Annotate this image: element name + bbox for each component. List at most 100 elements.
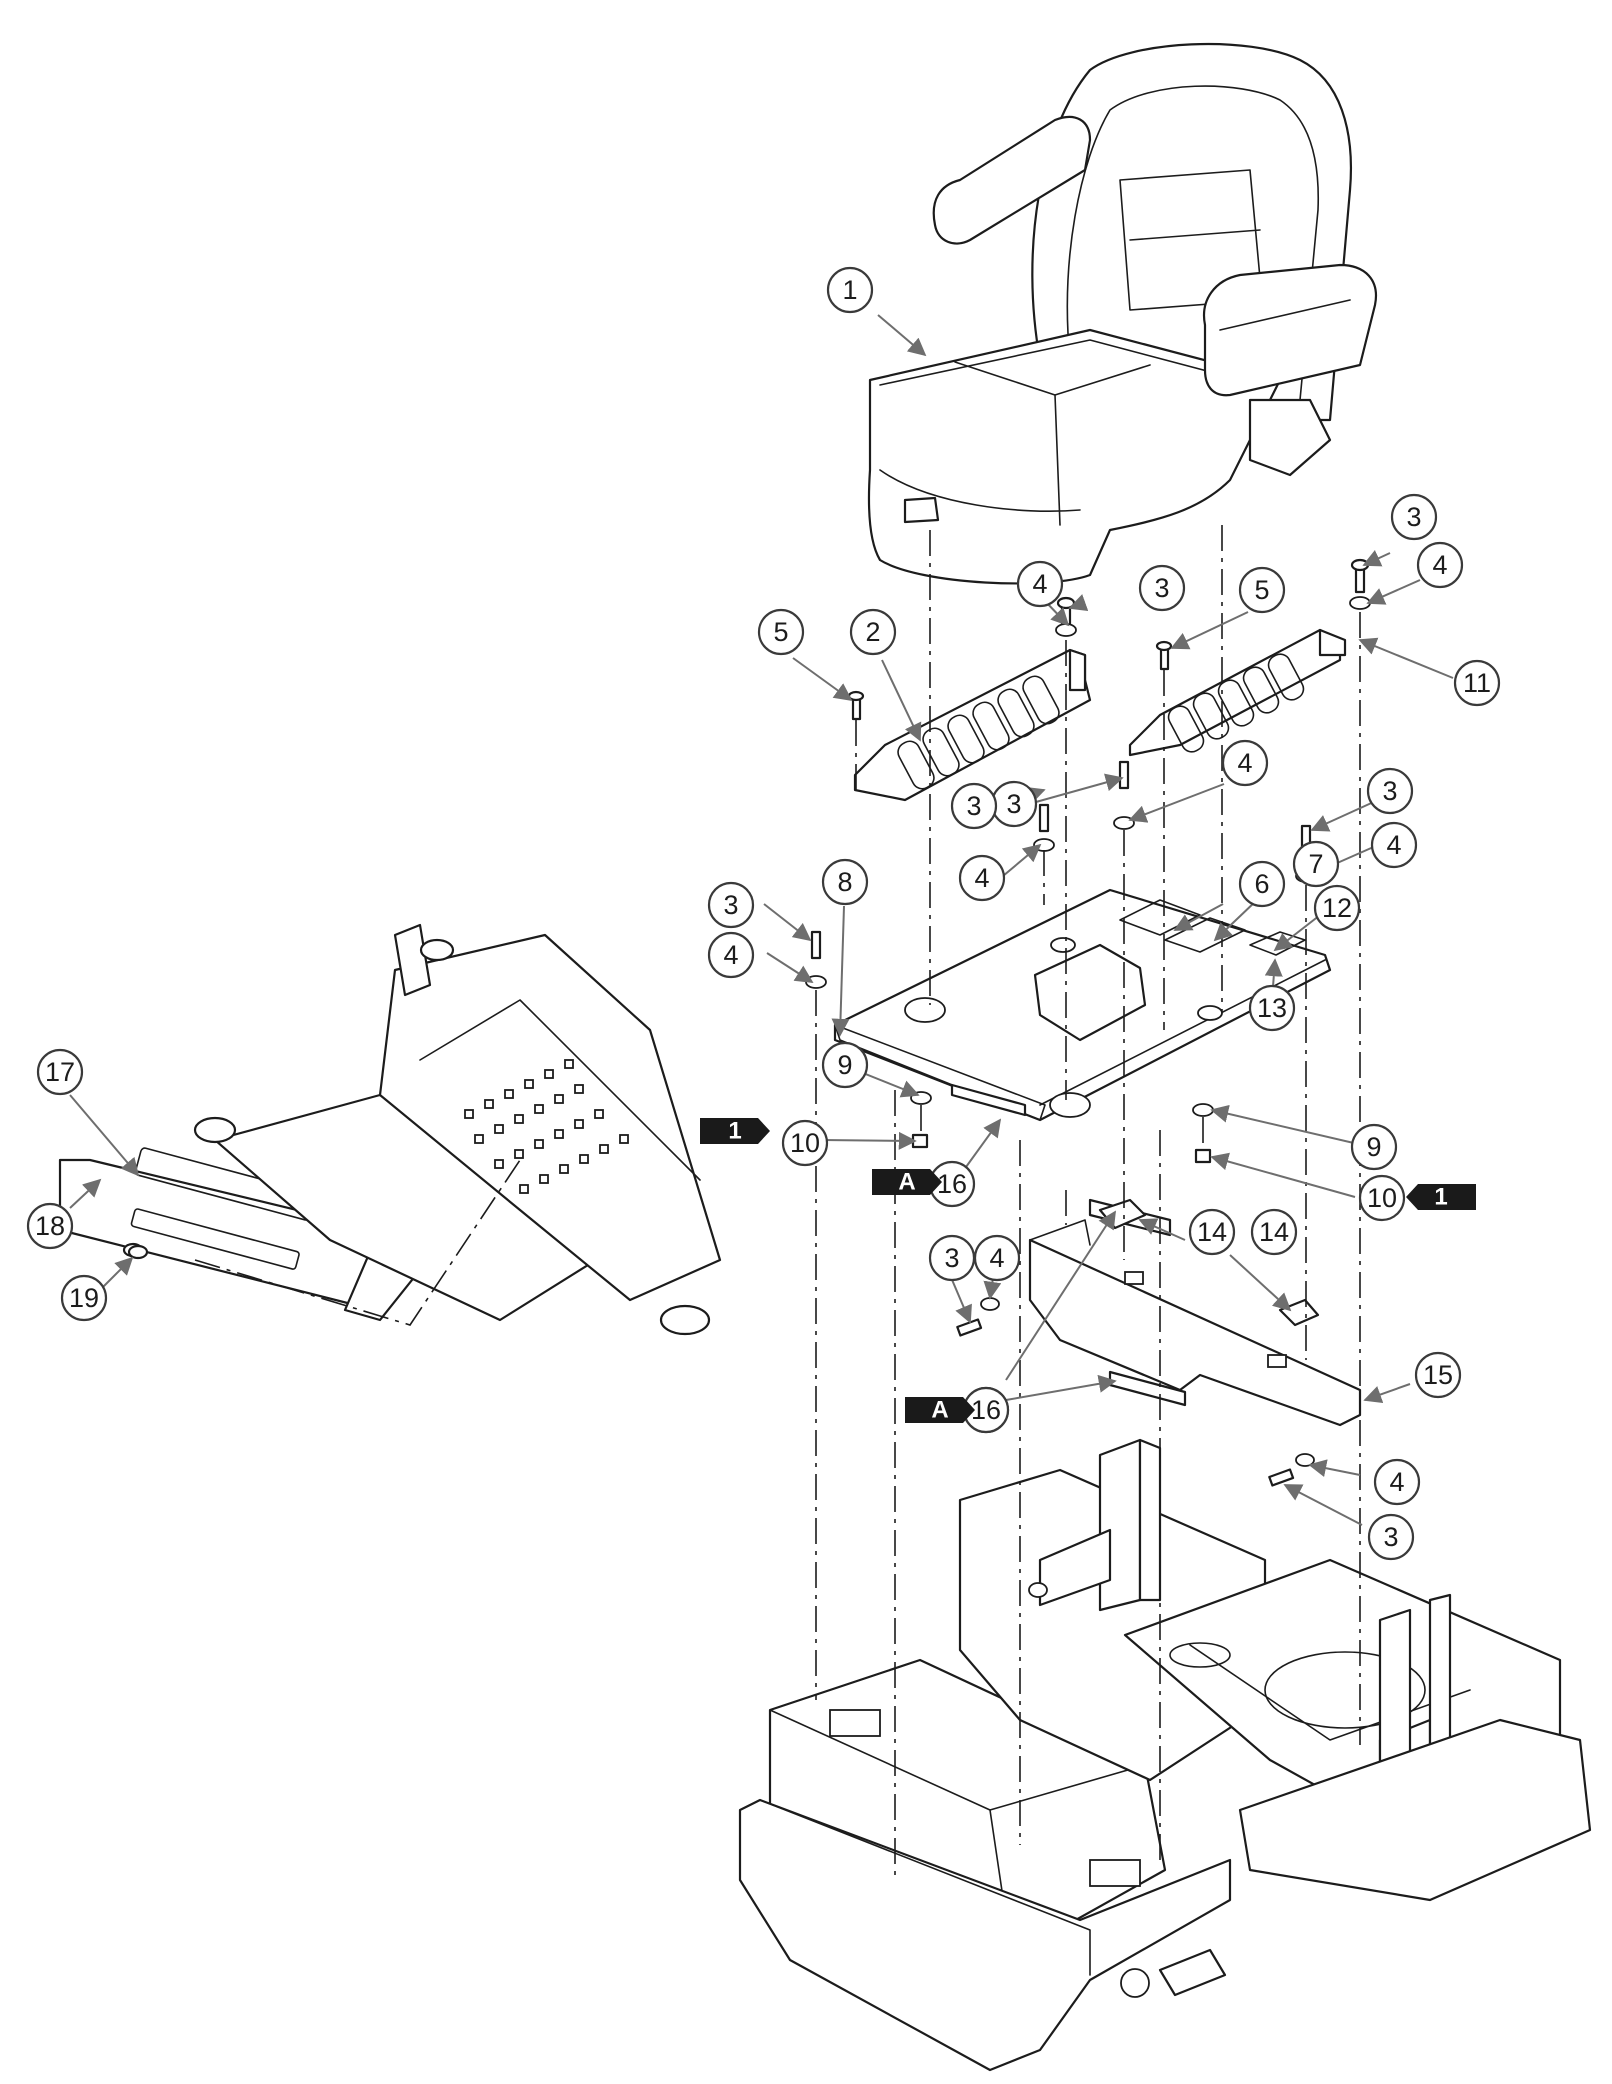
callout-14: 14: [1188, 1208, 1236, 1256]
callout-circle: [707, 931, 755, 979]
callout-3: 3: [1367, 1513, 1415, 1561]
callout-number: 16: [971, 1395, 1001, 1425]
callout-number: 3: [1154, 573, 1169, 603]
callout-circle: [950, 782, 998, 830]
callout-8: 8: [821, 858, 869, 906]
callout-number: 19: [69, 1283, 99, 1313]
callout-number: 4: [1432, 550, 1447, 580]
callout-circle: [781, 1119, 829, 1167]
callout-number: 3: [944, 1243, 959, 1273]
callout-number: 18: [35, 1211, 65, 1241]
callout-circle: [1453, 659, 1501, 707]
callout-3: 3: [1366, 767, 1414, 815]
callout-number: 11: [1463, 668, 1491, 698]
callout-circle: [1350, 1123, 1398, 1171]
callout-18: 18: [26, 1202, 74, 1250]
flag-label: 1: [728, 1118, 741, 1145]
flag-shape: [700, 1118, 770, 1144]
callout-circle: [1373, 1458, 1421, 1506]
callout-circle: [36, 1048, 84, 1096]
callout-4: 4: [973, 1234, 1021, 1282]
callout-circle: [757, 608, 805, 656]
callout-circle: [60, 1274, 108, 1322]
callout-10: 10: [781, 1119, 829, 1167]
callout-circle: [1250, 1208, 1298, 1256]
callout-15: 15: [1414, 1351, 1462, 1399]
callout-number: 2: [865, 617, 880, 647]
callout-number: 4: [1389, 1467, 1404, 1497]
callout-circle: [707, 881, 755, 929]
callout-3: 3: [707, 881, 755, 929]
callout-17: 17: [36, 1048, 84, 1096]
callout-circle: [1416, 541, 1464, 589]
callout-11: 11: [1453, 659, 1501, 707]
callout-4: 4: [1221, 739, 1269, 787]
flag-shape: [905, 1397, 975, 1423]
callout-2: 2: [849, 608, 897, 656]
callout-number: 13: [1257, 993, 1287, 1023]
callout-1: 1: [826, 266, 874, 314]
callout-4: 4: [1373, 1458, 1421, 1506]
callout-number: 16: [937, 1169, 967, 1199]
callout-circle: [1238, 566, 1286, 614]
callout-4: 4: [1016, 560, 1064, 608]
callout-circle: [1238, 860, 1286, 908]
callout-circle: [849, 608, 897, 656]
callout-number: 4: [974, 863, 989, 893]
callout-circle: [1248, 984, 1296, 1032]
flag-label: A: [931, 1397, 948, 1424]
reference-flag-1: 1: [700, 1118, 770, 1145]
seat-bracket-right: [1128, 628, 1347, 757]
callout-number: 5: [773, 617, 788, 647]
callout-14: 14: [1250, 1208, 1298, 1256]
callout-number: 4: [1032, 569, 1047, 599]
callout-circle: [973, 1234, 1021, 1282]
callout-number: 14: [1259, 1217, 1289, 1247]
callout-number: 10: [790, 1128, 820, 1158]
callout-5: 5: [757, 608, 805, 656]
callout-circle: [1414, 1351, 1462, 1399]
callout-4: 4: [958, 854, 1006, 902]
callout-circle: [1292, 840, 1340, 888]
flag-shape: [1406, 1184, 1476, 1210]
callout-3: 3: [990, 780, 1038, 828]
callout-circle: [1367, 1513, 1415, 1561]
callout-7: 7: [1292, 840, 1340, 888]
callout-circle: [1138, 564, 1186, 612]
callout-number: 15: [1423, 1360, 1453, 1390]
callout-number: 3: [723, 890, 738, 920]
callout-number: 9: [1366, 1132, 1381, 1162]
callout-16: 16: [962, 1386, 1010, 1434]
callout-number: 3: [1006, 789, 1021, 819]
callout-number: 14: [1197, 1217, 1227, 1247]
seat: [867, 42, 1378, 585]
callout-circle: [1358, 1174, 1406, 1222]
callout-number: 4: [1386, 830, 1401, 860]
callout-number: 12: [1322, 893, 1352, 923]
callout-circle: [1188, 1208, 1236, 1256]
callout-number: 8: [837, 867, 852, 897]
callout-circle: [821, 1041, 869, 1089]
callout-19: 19: [60, 1274, 108, 1322]
callout-4: 4: [707, 931, 755, 979]
callout-number: 3: [966, 791, 981, 821]
callout-3: 3: [950, 782, 998, 830]
callout-circle: [26, 1202, 74, 1250]
reference-flag-a: A: [872, 1169, 942, 1196]
callout-10: 10: [1358, 1174, 1406, 1222]
frame: [738, 1438, 1592, 2072]
flag-shape: [872, 1169, 942, 1195]
callout-circle: [1366, 767, 1414, 815]
callout-number: 6: [1254, 869, 1269, 899]
callout-circle: [826, 266, 874, 314]
callout-9: 9: [1350, 1123, 1398, 1171]
callout-3: 3: [928, 1234, 976, 1282]
callout-circle: [821, 858, 869, 906]
callout-4: 4: [1370, 821, 1418, 869]
callout-circle: [1313, 884, 1361, 932]
callout-number: 4: [1237, 748, 1252, 778]
callout-circle: [1370, 821, 1418, 869]
